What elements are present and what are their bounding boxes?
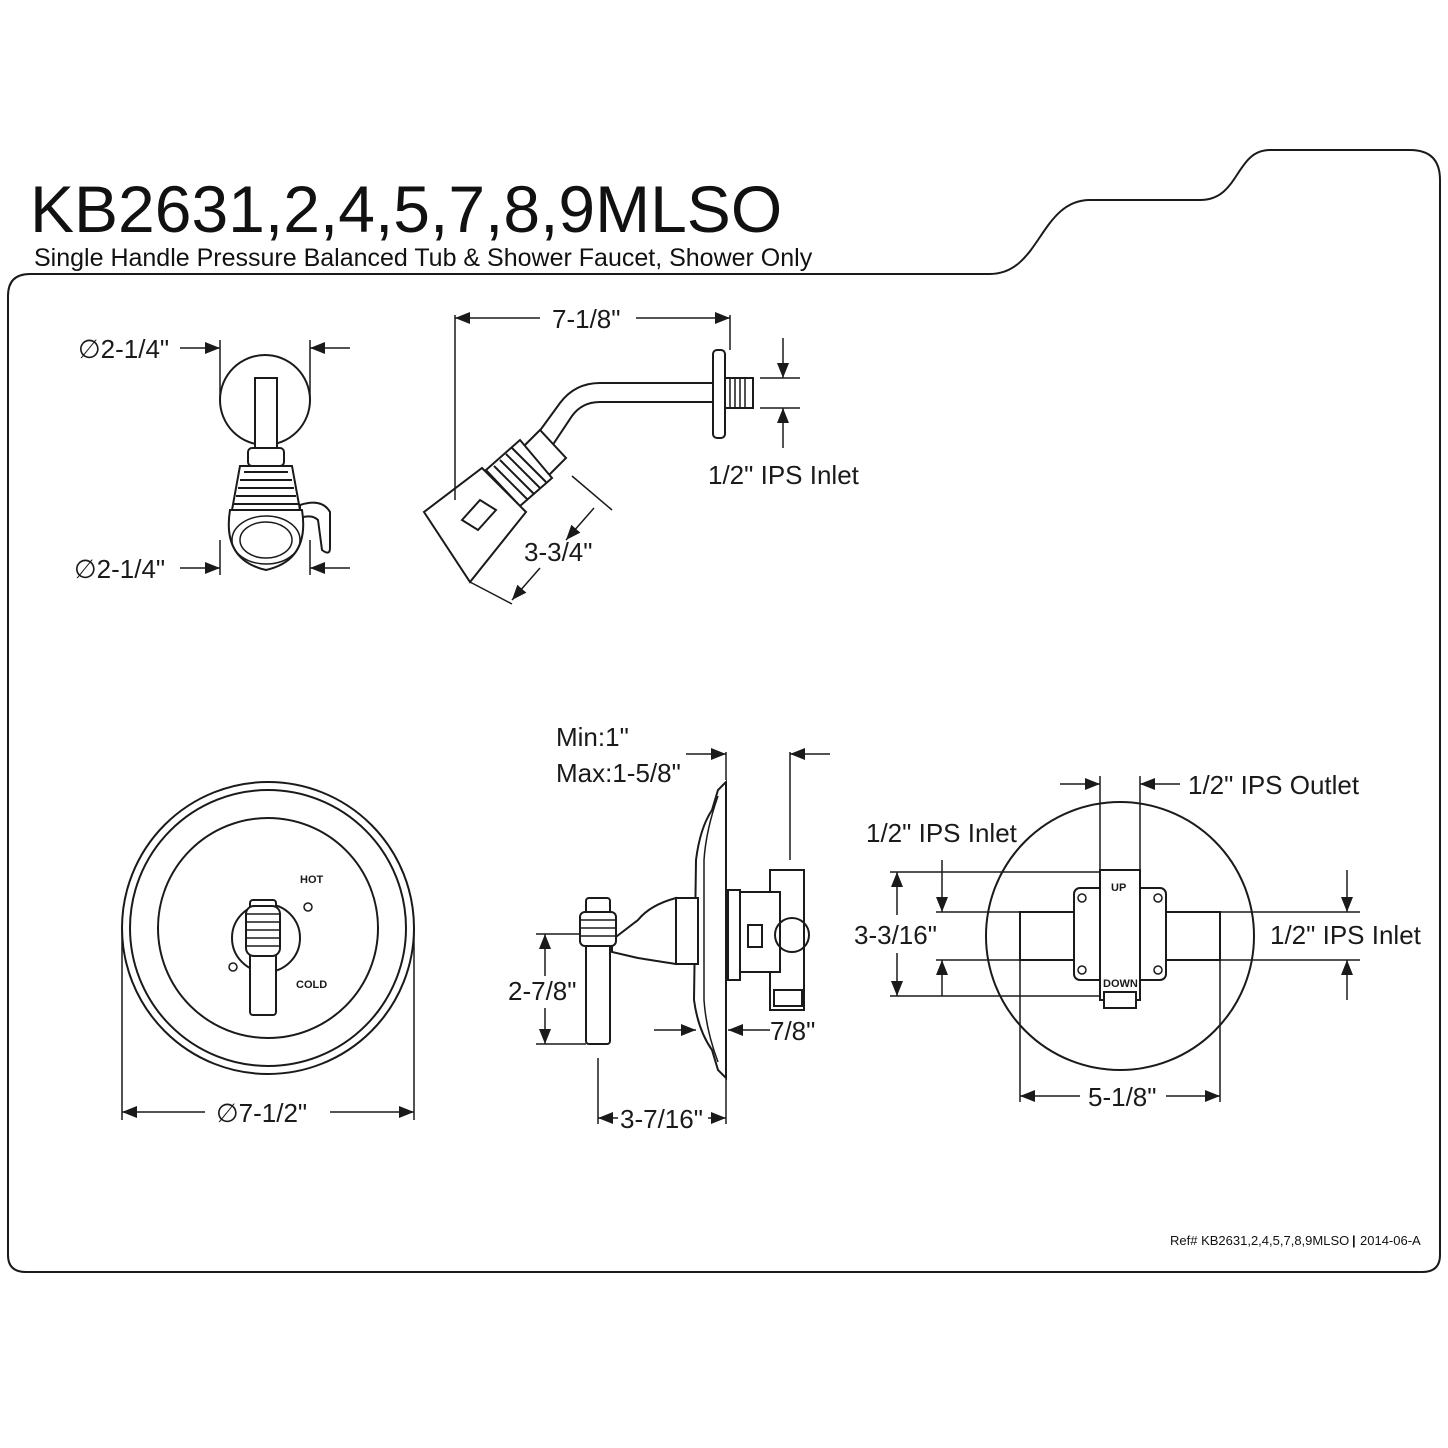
wall-opening-circle [985,801,1255,1071]
showerhead-side-view [422,349,754,584]
trim-plate-step [703,795,719,1063]
revision-code: 2014-06-A [1360,1233,1421,1248]
dim-arm-length: 7-1/8" [552,304,621,334]
dim-trim-diameter: ∅7-1/2" [216,1098,307,1128]
bottom-port-side [773,989,803,1007]
knurl-lines [234,471,298,505]
stem-plate [727,889,741,981]
dim-valve-width: 5-1/8" [1088,1082,1157,1112]
dim-arm-inlet: 1/2" IPS Inlet [708,460,860,490]
grip-rings-side [580,919,616,937]
trim-side-view [579,779,810,1081]
model-title: KB2631,2,4,5,7,8,9MLSO [30,172,782,246]
hot-label: HOT [300,874,324,886]
handle-neck [611,896,677,966]
screw-hole-br [1153,965,1163,975]
shower-arm-side [534,382,714,448]
left-inlet-port [1019,911,1081,961]
hot-dot [303,902,313,912]
right-inlet-port [1159,911,1221,961]
cold-dot [228,962,238,972]
cold-label: COLD [296,979,327,991]
ball-joint [247,447,285,467]
dim-inlet-left: 1/2" IPS Inlet [866,818,1018,848]
up-label: UP [1111,882,1126,894]
shower-arm-front [254,377,278,451]
dim-wall-max: Max:1-5/8" [556,758,681,788]
drawing-frame [7,149,1441,1273]
spray-lever [299,501,331,554]
side-lever [460,498,498,532]
trim-plate-profile [692,779,727,1081]
stem-nut [747,924,763,948]
dim-wall-min: Min:1" [556,722,629,752]
trim-outer-ring [129,789,407,1067]
screw-hole-tl [1077,893,1087,903]
down-label: DOWN [1103,978,1138,990]
knurl-side [493,447,547,501]
valve-port-side [774,917,810,953]
screw-hole-tr [1153,893,1163,903]
escutcheon-side [675,897,699,965]
product-description: Single Handle Pressure Balanced Tub & Sh… [34,244,813,272]
valve-body-view [985,801,1255,1071]
trim-front-view [121,781,415,1075]
bottom-port-front [1103,991,1137,1009]
dim-offset: 7/8" [770,1016,815,1046]
shower-face [227,509,305,572]
dim-head-bottom-diameter: ∅2-1/4" [74,554,165,584]
dim-head-top-diameter: ∅2-1/4" [78,334,169,364]
dim-depth: 3-7/16" [620,1104,703,1134]
footer-separator: | [1352,1233,1356,1248]
dim-valve-height: 3-3/16" [854,920,937,950]
dim-inlet-right: 1/2" IPS Inlet [1270,920,1422,950]
screw-hole-bl [1077,965,1087,975]
face-ring [231,515,301,565]
trim-inner-circle [157,817,379,1039]
grip-rings [246,913,280,947]
handle-grip-side [579,911,617,947]
thread-lines [729,378,746,408]
handle-grip [245,905,281,957]
showerhead-front-view [219,354,331,572]
wall-flange [712,349,726,439]
dim-handle-height: 2-7/8" [508,976,577,1006]
dim-outlet: 1/2" IPS Outlet [1188,770,1360,800]
nozzle-ring [239,521,293,559]
dim-head-length: 3-3/4" [524,537,593,567]
reference-number: Ref# KB2631,2,4,5,7,8,9MLSO [1170,1233,1349,1248]
threaded-inlet [724,377,754,409]
